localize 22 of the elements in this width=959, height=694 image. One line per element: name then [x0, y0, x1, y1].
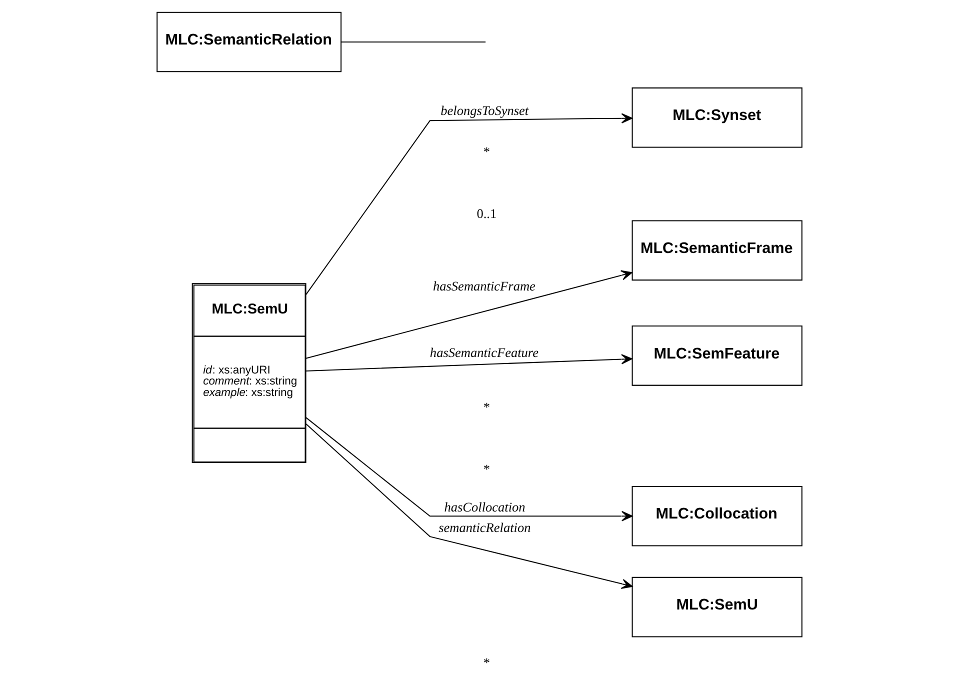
label: * — [483, 144, 490, 159]
label: * — [483, 462, 490, 477]
arrow — [306, 270, 632, 359]
node-box: MLC:SemanticRelation — [156, 12, 342, 72]
arrow — [306, 354, 632, 372]
label: * — [483, 654, 490, 670]
connector — [341, 41, 486, 42]
node-box: MLC:SemFeature — [632, 326, 802, 386]
edge-label: belongsToSynset — [440, 102, 529, 118]
edge-label: hasSemanticFrame — [433, 278, 536, 294]
edge-label: hasSemanticFeature — [430, 345, 538, 360]
arrow — [306, 417, 633, 522]
node-box: MLC:SemU — [632, 576, 802, 638]
node-box: MLC:Synset — [632, 87, 802, 148]
node-box: MLC:Collocation — [632, 486, 802, 546]
node-box: MLC:SemanticFrame — [632, 220, 802, 281]
arrow — [306, 424, 633, 589]
edge-label: semanticRelation — [438, 520, 531, 535]
arrow — [306, 113, 632, 295]
label: * — [483, 399, 490, 414]
edge-label: hasCollocation — [444, 499, 526, 514]
label: 0..1 — [476, 206, 497, 222]
